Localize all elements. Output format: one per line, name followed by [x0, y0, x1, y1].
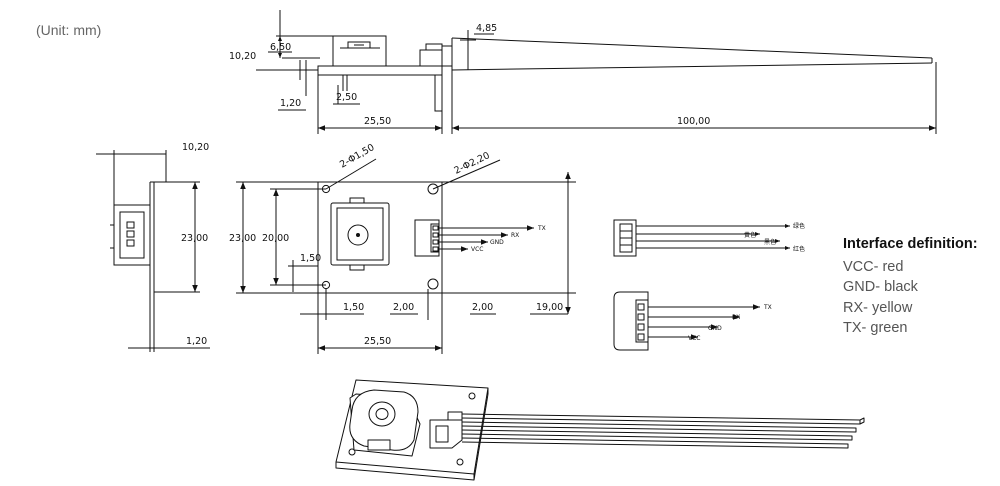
wire-gnd: GND: [490, 239, 504, 246]
isometric-view: [335, 379, 865, 481]
dim-hole-2-20: 2-Φ2,20: [452, 150, 491, 177]
dim-front-b-2-00b: 2,00: [472, 302, 493, 313]
top-view: [256, 10, 937, 134]
wire-rx-2: RX: [732, 314, 740, 321]
wire-gnd-2: GND: [708, 325, 722, 332]
dim-front-b-1-50: 1,50: [343, 302, 364, 313]
interface-title: Interface definition:: [843, 236, 978, 252]
interface-item-rx: RX- yellow: [843, 299, 913, 316]
dim-1-20: 1,20: [280, 98, 301, 109]
unit-label: (Unit: mm): [36, 22, 102, 38]
wire-vcc-2: VCC: [688, 335, 700, 342]
dim-front-23-00: 23,00: [229, 233, 256, 244]
side-view: [96, 150, 210, 352]
wire-cn-yellow: 黄色: [744, 231, 756, 239]
dim-25-50-front: 25,50: [364, 336, 391, 347]
dimension-labels: 6,50 10,20 4,85 1,20 2,50 25,50 100,00 1…: [181, 23, 710, 347]
dim-hole-1-50: 2-Φ1,50: [338, 142, 377, 171]
wire-labels: TX RX GND VCC 绿色 黄色 黑色 红色 TX RX GND VCC: [471, 222, 805, 342]
dim-front-20-00: 20,00: [262, 233, 289, 244]
dim-6-50: 6,50: [270, 42, 291, 53]
front-view: [236, 158, 576, 354]
dim-19-00: 19,00: [536, 302, 563, 313]
wire-tx: TX: [537, 225, 546, 232]
dim-front-b-2-00a: 2,00: [393, 302, 414, 313]
dim-4-85: 4,85: [476, 23, 497, 34]
dim-10-20: 10,20: [229, 51, 256, 62]
interface-definition: Interface definition: VCC- red GND- blac…: [843, 234, 978, 339]
interface-item-gnd: GND- black: [843, 279, 918, 295]
dim-100-00: 100,00: [677, 116, 710, 127]
wire-cn-green: 绿色: [793, 222, 805, 230]
dim-25-50-top: 25,50: [364, 116, 391, 127]
connector-detail-2: [613, 291, 760, 351]
dim-side-23-00: 23,00: [181, 233, 208, 244]
dim-side-1-20: 1,20: [186, 336, 207, 347]
wire-tx-2: TX: [763, 304, 772, 311]
interface-item-tx: TX- green: [843, 320, 908, 336]
dim-front-1-50: 1,50: [300, 253, 321, 264]
interface-item-vcc: VCC- red: [843, 258, 904, 275]
dim-2-50: 2,50: [336, 92, 357, 103]
wire-cn-red: 红色: [793, 245, 805, 253]
wire-rx: RX: [511, 232, 519, 239]
dim-side-10-20: 10,20: [182, 142, 209, 153]
wire-vcc: VCC: [471, 246, 483, 253]
wire-cn-black: 黑色: [764, 238, 776, 246]
connector-detail-1: [613, 219, 790, 257]
